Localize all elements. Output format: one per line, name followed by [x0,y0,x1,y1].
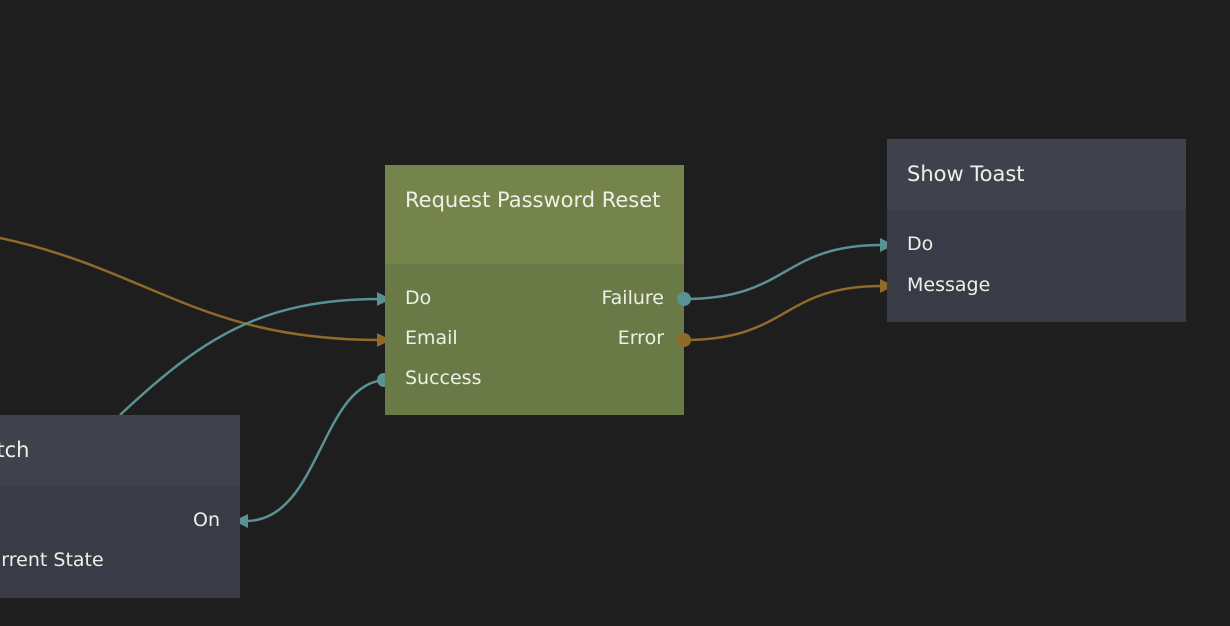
wire-success-on[interactable] [245,378,385,523]
node-header[interactable]: Request Password Reset [385,165,684,264]
email-input-arrow [377,333,391,347]
node-header[interactable]: Switch [0,415,240,486]
port-on[interactable]: On [193,509,220,531]
port-current-state[interactable]: Current State [0,549,104,571]
port-message[interactable]: Message [907,274,991,296]
request-password-reset-node[interactable]: Request Password Reset Do Email Success … [385,165,684,415]
show-toast-node[interactable]: Show Toast Do Message [887,139,1186,322]
wire-failure-do[interactable] [683,243,883,301]
port-do[interactable]: Do [405,287,432,309]
node-header[interactable]: Show Toast [887,139,1186,210]
node-title: Request Password Reset [405,188,661,212]
port-email[interactable]: Email [405,327,458,349]
on-input-arrow [234,514,248,528]
do-input-arrow [377,292,391,306]
node-body: Do Message [887,210,1186,322]
node-title: Show Toast [907,162,1025,186]
node-title: Switch [0,438,30,462]
port-failure[interactable]: Failure [601,287,664,309]
wire-do[interactable] [119,297,381,416]
wire-email[interactable] [0,236,381,342]
wire-error-message[interactable] [683,284,883,342]
node-body: Do Email Success Failure Error [385,264,684,415]
port-do[interactable]: Do [907,233,934,255]
port-success[interactable]: Success [405,367,482,389]
switch-node[interactable]: Switch On Current State [0,415,240,598]
port-error[interactable]: Error [617,327,664,349]
node-body: On Current State [0,486,240,598]
